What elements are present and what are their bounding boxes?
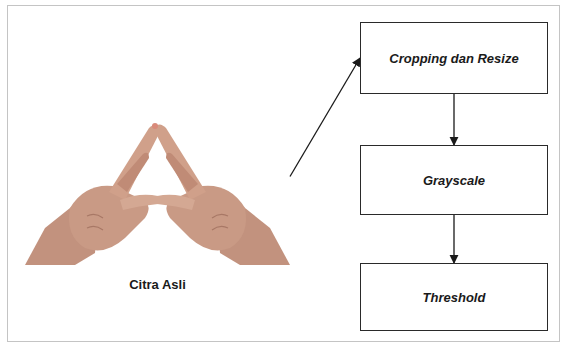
process-box: Cropping dan Resize: [360, 22, 548, 94]
image-caption: Citra Asli: [25, 277, 290, 292]
image-node: Citra Asli: [25, 88, 290, 292]
process-box: Threshold: [360, 263, 548, 331]
box-label: Grayscale: [423, 173, 485, 188]
hand-photo: [25, 88, 290, 265]
process-box: Grayscale: [360, 145, 548, 215]
flow-arrow: [290, 58, 360, 177]
flow-arrow: [453, 94, 454, 145]
box-label: Threshold: [423, 290, 486, 305]
flow-arrow: [453, 215, 454, 263]
box-label: Cropping dan Resize: [389, 51, 518, 66]
